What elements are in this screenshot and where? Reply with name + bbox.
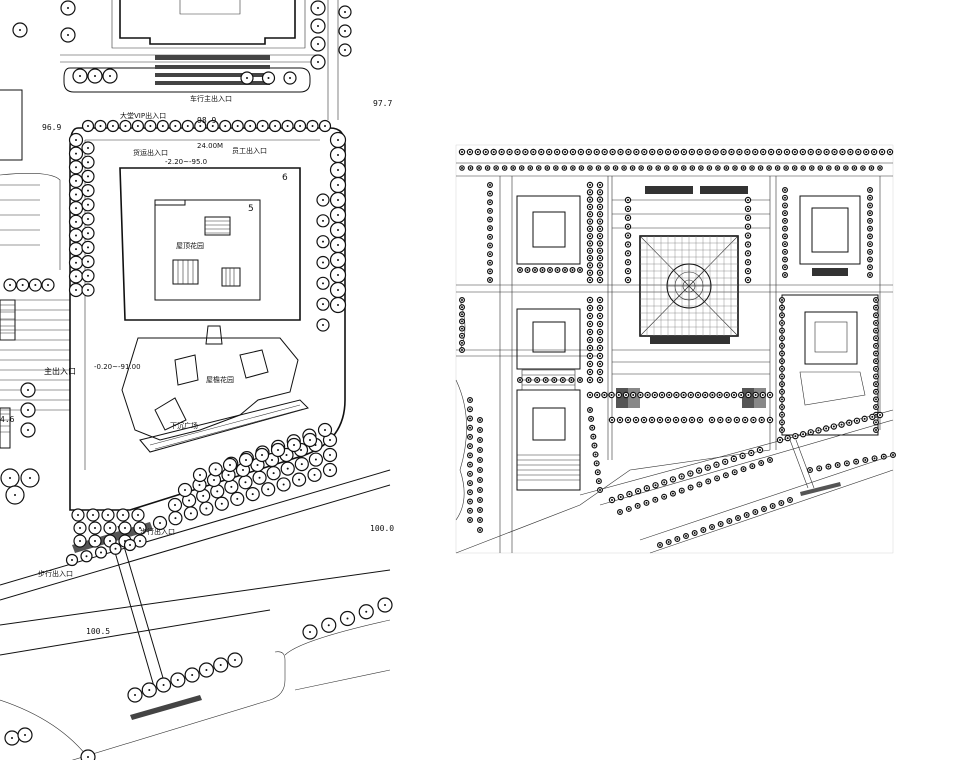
roof-skylights <box>172 216 241 287</box>
crosswalk-north <box>155 55 270 60</box>
elevation-4-6: 4.6 <box>0 415 15 424</box>
left-detail-plan <box>0 0 391 760</box>
tree-symbols-overview <box>458 148 896 548</box>
overview-building-nw <box>516 195 581 265</box>
elevation-97-7: 97.7 <box>373 99 392 108</box>
overview-project-site <box>781 294 879 436</box>
overview-building-ne <box>799 195 861 265</box>
main-building-outline <box>119 167 301 321</box>
label-dim-b: -0.20~-91.00 <box>94 363 141 371</box>
label-north-vehicle-entrance: 车行主出入口 <box>190 94 232 103</box>
label-main-entrance: 主出入口 <box>44 366 76 376</box>
label-sunken-plaza: 下沉广场 <box>170 421 198 430</box>
north-building-outline <box>119 0 296 45</box>
roof-garden-area <box>154 199 261 301</box>
pedestrian-bridge <box>107 525 167 691</box>
label-vip-entrance: 大堂VIP出入口 <box>120 111 166 120</box>
north-planting-strip <box>63 67 311 93</box>
label-pedestrian-entrance-1: 步行出入口 <box>140 527 175 536</box>
overview-site-map <box>455 144 894 554</box>
sunken-plaza-steps <box>139 399 309 453</box>
tree-symbols-left <box>0 0 393 760</box>
elevation-100-0: 100.0 <box>370 524 394 533</box>
south-road-edge <box>0 469 391 601</box>
tree-symbol <box>80 749 96 760</box>
crosswalk-south <box>130 695 202 720</box>
entrance-plaza <box>121 337 299 441</box>
elevation-100-5: 100.5 <box>86 627 110 636</box>
label-road-width: 24.00M <box>197 142 223 150</box>
label-dim-a: -2.20~-95.0 <box>165 158 207 166</box>
annotations: 96.9 98.9 97.7 100.0 100.5 4.6 车行主出入口 大堂… <box>0 94 394 636</box>
label-entrance-plaza: 屋檐花园 <box>206 375 234 384</box>
label-roof-garden: 屋顶花园 <box>176 241 204 250</box>
label-staff-entrance: 员工出入口 <box>232 146 267 155</box>
label-building-5: 5 <box>248 204 254 214</box>
elevation-98-9: 98.9 <box>197 116 216 125</box>
elevation-96-9: 96.9 <box>42 123 61 132</box>
west-building <box>0 89 23 161</box>
label-goods-entrance: 货运出入口 <box>133 148 168 157</box>
overview-building-w <box>516 308 581 370</box>
label-pedestrian-entrance-2: 步行出入口 <box>38 569 73 578</box>
label-building-6: 6 <box>282 173 288 183</box>
